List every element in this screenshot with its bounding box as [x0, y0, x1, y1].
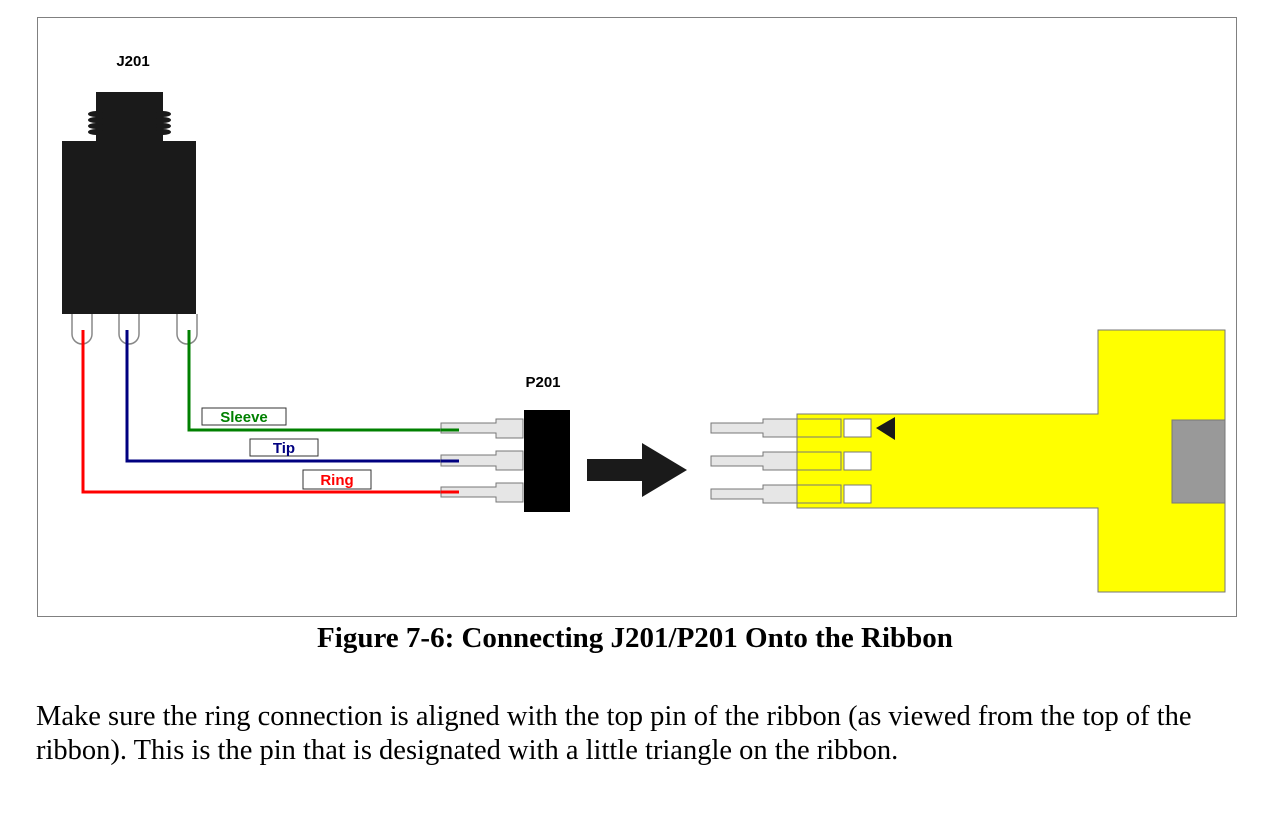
- jack-body: [62, 141, 196, 314]
- jack-thread-left: [88, 111, 104, 135]
- instruction-paragraph: Make sure the ring connection is aligned…: [36, 701, 1192, 766]
- label-tip: Tip: [249, 438, 319, 457]
- plug-p201: [440, 410, 570, 512]
- ribbon-pin-2: [710, 451, 872, 471]
- triangle-marker-icon: [876, 417, 895, 440]
- label-sleeve: Sleeve: [201, 407, 287, 426]
- figure-caption: Figure 7-6: Connecting J201/P201 Onto th…: [317, 622, 953, 654]
- wire-tip: [125, 330, 458, 463]
- ribbon-connector: [1171, 419, 1226, 504]
- jack-bushing: [96, 92, 163, 142]
- jack-j201: [62, 92, 198, 345]
- label-ring: Ring: [302, 469, 372, 490]
- plug-pin-1: [440, 418, 524, 439]
- jack-thread-right: [155, 111, 171, 135]
- jack-label: J201: [116, 53, 149, 70]
- svg-text:Ring: Ring: [320, 472, 353, 489]
- ribbon-pin-3: [710, 484, 872, 504]
- svg-text:Sleeve: Sleeve: [220, 409, 268, 426]
- wire-ring: [81, 330, 458, 494]
- figure-frame: [37, 17, 1237, 617]
- wire-sleeve: [187, 330, 458, 432]
- ribbon-body: [796, 329, 1226, 593]
- plug-pin-2: [440, 450, 524, 471]
- plug-label: P201: [525, 374, 560, 391]
- jack-lug-tip: [118, 314, 140, 345]
- wiring-diagram: J201 Sleeve Tip Ring P201: [62, 53, 1226, 593]
- ribbon: [710, 329, 1226, 593]
- ribbon-pin-1: [710, 418, 872, 438]
- plug-body: [524, 410, 570, 512]
- plug-pin-3: [440, 482, 524, 503]
- jack-lug-sleeve: [176, 314, 198, 345]
- arrow-right-icon: [587, 443, 687, 497]
- svg-text:Tip: Tip: [273, 440, 295, 457]
